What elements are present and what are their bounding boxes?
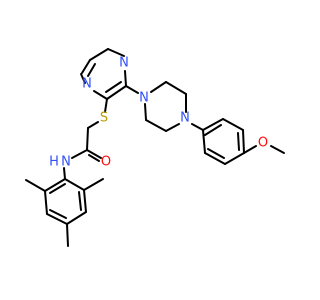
bond [25,179,46,192]
bond [270,145,285,154]
bond [242,129,245,154]
atom-amide-h: H [49,155,59,170]
bond [105,81,122,93]
bond [202,129,206,154]
bond [165,81,187,95]
bond [71,149,88,159]
bond [66,223,69,247]
bond [44,178,66,192]
atom-labels: N N S N N O N H O [49,56,268,170]
bond [191,123,204,131]
bond [83,189,87,213]
bond [204,152,226,165]
bond [93,90,108,100]
bond [125,85,139,94]
bonds [25,48,285,247]
bond [78,191,82,211]
bond [107,48,125,57]
bond [63,167,66,180]
atom-amide-n: N [61,155,71,170]
bond [237,132,240,151]
atom-carbonyl-o: O [101,155,111,170]
bond [80,73,86,84]
bond [222,118,244,131]
bond [46,213,68,225]
bond [104,98,108,113]
bond [49,209,67,219]
bond [224,152,245,165]
atom-pyrazine-n1: N [119,56,129,71]
bond [83,178,104,191]
bond [88,154,100,162]
atom-piperazine-n2: N [180,111,190,126]
atom-piperazine-n1: N [139,91,149,106]
bond [204,124,222,136]
bond [87,63,96,77]
bond [243,145,257,154]
bond [87,121,99,129]
background [0,0,300,300]
chemical-structure-diagram: N N S N N O N H O [0,0,300,300]
bond [145,119,167,132]
bond [144,103,147,121]
bond [44,190,48,215]
atom-pyrazine-n2: N [82,77,92,92]
bond [64,178,85,191]
bond [106,85,127,100]
bond [66,211,87,225]
bond [165,123,180,132]
bond [86,127,89,151]
bond [86,149,102,159]
bond [89,48,109,61]
bond [207,148,225,159]
atom-methoxy-o: O [258,136,268,151]
bond [202,118,224,131]
atom-thioether-s: S [100,111,108,126]
bond [49,183,66,194]
bond [124,70,127,87]
bond [81,59,91,74]
bond [150,81,167,93]
